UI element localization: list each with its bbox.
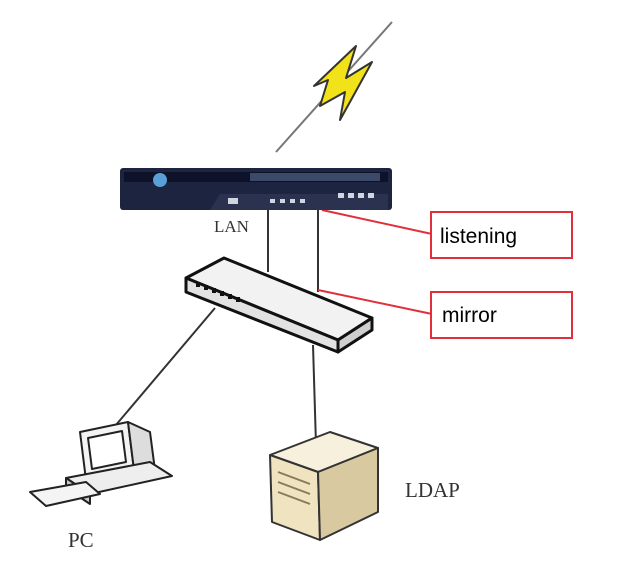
pc-icon — [29, 421, 173, 507]
listening-box — [430, 211, 573, 259]
mirror-label: mirror — [442, 304, 497, 327]
ldap-label: LDAP — [405, 478, 460, 502]
ldap-server-icon — [269, 431, 379, 541]
cables — [109, 210, 319, 446]
pc-label: PC — [68, 528, 94, 552]
wireless-lightning-icon — [275, 21, 393, 153]
mirror-callout-line — [317, 289, 433, 315]
listening-callout-line — [321, 209, 433, 235]
switch-icon — [184, 256, 374, 354]
lan-label: LAN — [214, 217, 249, 236]
gateway-device — [120, 168, 392, 210]
mirror-box — [430, 291, 573, 339]
listening-label: listening — [440, 225, 517, 248]
